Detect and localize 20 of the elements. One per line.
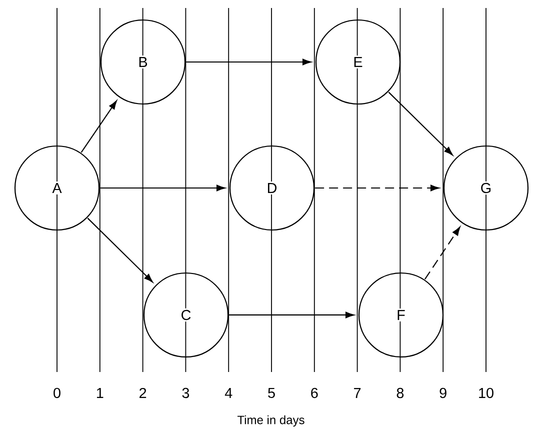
tick-label: 1 bbox=[97, 388, 104, 398]
tick-label: 3 bbox=[182, 388, 190, 398]
arrow bbox=[186, 58, 312, 66]
tick-label: 9 bbox=[440, 388, 446, 398]
arrow bbox=[315, 184, 440, 192]
arrow bbox=[87, 218, 153, 282]
arrow bbox=[388, 92, 453, 156]
tick-label: 10 bbox=[479, 388, 494, 398]
tick-label: 5 bbox=[268, 388, 275, 398]
arrow bbox=[80, 100, 117, 153]
tick-label: 6 bbox=[311, 388, 318, 398]
arrow bbox=[424, 226, 460, 280]
tick-label: 0 bbox=[54, 388, 60, 398]
tick-label: 4 bbox=[224, 388, 232, 398]
tick-label: 2 bbox=[140, 388, 146, 398]
axis-title: Time in days bbox=[237, 415, 304, 427]
arrow bbox=[100, 184, 226, 192]
tick-label: 7 bbox=[354, 388, 361, 398]
tick-label: 8 bbox=[396, 388, 404, 398]
arrow bbox=[229, 312, 354, 318]
